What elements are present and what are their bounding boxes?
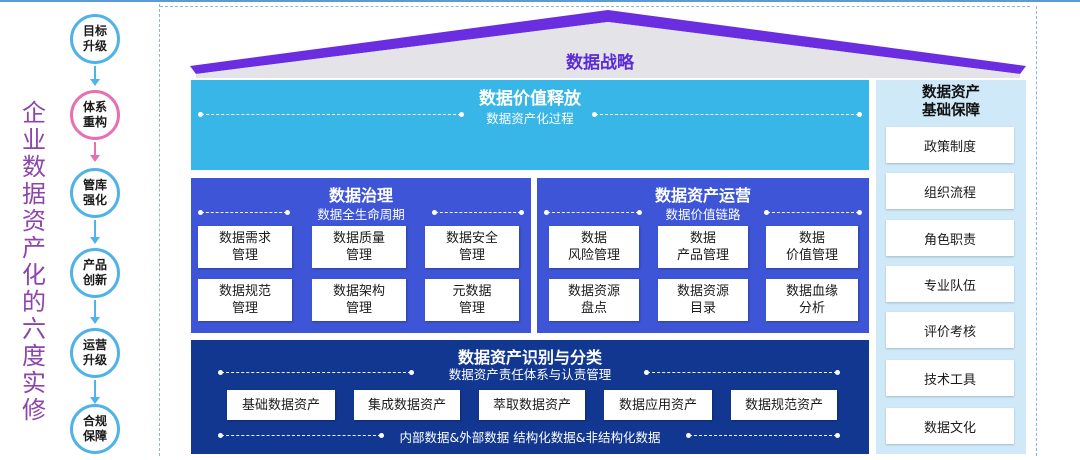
dashed-arrow-line: [544, 210, 642, 215]
foundation-item: 评价考核: [886, 312, 1014, 348]
panel-title: 数据资产运营: [654, 186, 751, 205]
dashed-arrow-line: [592, 112, 862, 117]
step-arrow: [90, 66, 100, 86]
step-label: 目标 升级: [82, 24, 107, 53]
governance-item: 数据架构 管理: [312, 279, 406, 321]
foundation-panel: 数据资产 基础保障 政策制度 组织流程 角色职责 专业队伍 评价考核 技术工具 …: [876, 80, 1026, 454]
panel-title: 数据价值释放: [479, 89, 581, 109]
step-label: 产品 创新: [82, 258, 107, 287]
governance-item: 元数据 管理: [425, 279, 519, 321]
right-dashed-divider: [1036, 6, 1037, 456]
asset-category-item: 数据规范资产: [731, 390, 837, 420]
roof-shape: [190, 10, 1026, 78]
panel-title: 数据资产 基础保障: [922, 85, 980, 119]
dashed-arrow-line: [644, 370, 840, 375]
operations-item: 数据资源 目录: [658, 279, 748, 321]
dashed-arrow-line: [764, 210, 862, 215]
foundation-item: 组织流程: [886, 173, 1014, 209]
step-label: 运营 升级: [82, 338, 107, 367]
step-5: 运营 升级: [70, 328, 120, 378]
panel-subtitle: 数据资产化过程: [486, 111, 574, 126]
step-6: 合规 保障: [70, 404, 120, 454]
panel-subtitle: 数据价值链路: [665, 207, 741, 222]
step-arrow: [90, 380, 100, 404]
panel-title: 数据治理: [328, 186, 393, 205]
top-border-line: [0, 0, 1080, 2]
asset-operations-panel: 数据资产运营 数据价值链路 数据 风险管理 数据 产品管理 数据 价值管理 数据…: [537, 178, 869, 333]
step-1: 目标 升级: [70, 14, 120, 64]
asset-identification-panel: 数据资产识别与分类 数据资产责任体系与认责管理 基础数据资产 集成数据资产 萃取…: [191, 340, 869, 454]
panel-subtitle: 数据全生命周期: [317, 207, 405, 222]
value-release-panel: 数据价值释放 数据资产化过程: [191, 80, 869, 170]
left-dashed-divider: [159, 4, 160, 456]
vertical-caption: 企业数据资产化的六度实修: [22, 99, 46, 424]
dashed-arrow-line: [218, 370, 414, 375]
dashed-arrow-line: [432, 210, 524, 215]
step-3: 管库 强化: [70, 168, 120, 218]
operations-item: 数据资源 盘点: [549, 279, 639, 321]
roof-title: 数据战略: [566, 53, 634, 73]
governance-item: 数据规范 管理: [198, 279, 292, 321]
step-arrow: [90, 300, 100, 324]
foundation-item: 角色职责: [886, 220, 1014, 256]
panel-title: 数据资产识别与分类: [457, 348, 602, 367]
operations-item: 数据 产品管理: [658, 226, 748, 268]
operations-item: 数据 价值管理: [766, 226, 858, 268]
foundation-item: 专业队伍: [886, 266, 1014, 302]
panel-subtitle: 数据资产责任体系与认责管理: [448, 367, 612, 382]
panel-footer: 内部数据&外部数据 结构化数据&非结构化数据: [399, 430, 661, 445]
asset-category-item: 基础数据资产: [227, 390, 335, 420]
governance-item: 数据安全 管理: [425, 226, 519, 268]
asset-category-item: 集成数据资产: [354, 390, 460, 420]
operations-item: 数据 风险管理: [549, 226, 639, 268]
operations-item: 数据血缘 分析: [766, 279, 858, 321]
step-4: 产品 创新: [70, 248, 120, 298]
step-arrow: [90, 220, 100, 244]
foundation-item: 数据文化: [886, 408, 1014, 444]
dashed-arrow-line: [198, 112, 464, 117]
dashed-arrow-line: [218, 433, 384, 438]
governance-item: 数据需求 管理: [198, 226, 292, 268]
top-dashed-divider: [160, 6, 1030, 7]
governance-item: 数据质量 管理: [312, 226, 406, 268]
data-governance-panel: 数据治理 数据全生命周期 数据需求 管理 数据质量 管理 数据安全 管理 数据规…: [191, 178, 531, 333]
foundation-item: 技术工具: [886, 360, 1014, 396]
asset-category-item: 萃取数据资产: [479, 390, 585, 420]
asset-category-item: 数据应用资产: [604, 390, 712, 420]
dashed-arrow-line: [198, 210, 290, 215]
step-arrow: [90, 142, 100, 162]
step-label: 合规 保障: [82, 414, 107, 443]
step-2: 体系 重构: [70, 90, 120, 140]
foundation-item: 政策制度: [886, 127, 1014, 163]
step-label: 管库 强化: [82, 178, 107, 207]
step-label: 体系 重构: [82, 100, 107, 129]
dashed-arrow-line: [686, 433, 840, 438]
roof-underside: [196, 22, 1020, 78]
